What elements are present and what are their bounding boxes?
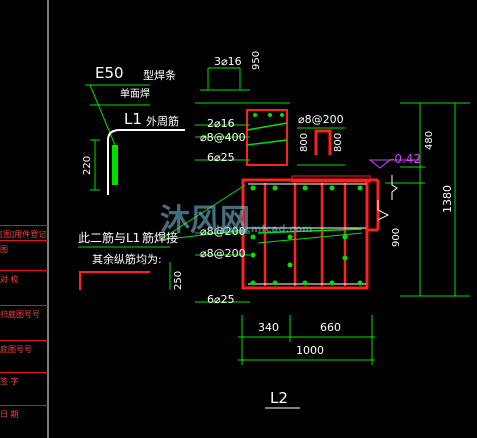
watermark-logo: 沐风网: [160, 203, 250, 238]
title-block-row6: 签 字: [0, 372, 48, 387]
l1-outer-stirrup-label: 外周筋: [146, 115, 179, 128]
title-block-row2: 图: [0, 240, 48, 255]
dim-250: 250: [173, 270, 184, 290]
dim-220: 220: [82, 155, 93, 175]
weld-note: 筋焊接: [142, 231, 179, 245]
rebar-8-200-mid: ⌀8@200: [200, 225, 246, 238]
dim-1380: 1380: [441, 185, 454, 213]
dim-800-a: 800: [299, 132, 310, 152]
other-bars-note: 其余纵筋均为:: [92, 253, 162, 266]
dim-800-b: 800: [333, 132, 344, 152]
dim-660: 660: [320, 321, 341, 334]
break-line2: [377, 200, 390, 221]
dim-1000: 1000: [296, 344, 324, 357]
title-block-row3: 对 校: [0, 270, 48, 285]
rebar-2-16: 2⌀16: [207, 117, 235, 130]
u-bar: [314, 129, 332, 155]
dim-900: 900: [391, 227, 402, 247]
title-block-row7: 日 期: [0, 405, 48, 420]
dim-340: 340: [258, 321, 279, 334]
diag-stirrup2: [257, 232, 363, 244]
dim-950: 950: [251, 50, 262, 70]
l1-label: L1: [124, 110, 142, 128]
e50-type-label: 型焊条: [143, 69, 176, 82]
rebar-6-25-top: 6⌀25: [207, 151, 235, 164]
single-weld-label: 单面焊: [120, 89, 150, 100]
bottom-l-bar: [79, 271, 150, 290]
elevation-label: -0.42: [390, 152, 422, 166]
title-block-row1: [图]用件登记: [0, 225, 48, 240]
rebar-8-200: ⌀8@200: [200, 247, 246, 260]
bottom-dimensions: [238, 315, 375, 365]
rebar-8-400: ⌀8@400: [200, 131, 246, 144]
dim-480: 480: [424, 130, 435, 150]
watermark-url: www.mfcad.com: [220, 224, 313, 235]
stirrup-note: 此二筋与L1: [78, 231, 141, 245]
top-rebar-label: 3⌀16: [214, 55, 242, 68]
rebar-8-200-top: ⌀8@200: [298, 113, 344, 126]
elevation-marker: [368, 159, 392, 169]
drawing-title: L2: [270, 389, 288, 407]
rebar-6-25-bottom: 6⌀25: [207, 293, 235, 306]
diag-stirrup: [257, 228, 363, 234]
main-beam-section: [241, 175, 380, 290]
break-line: [391, 175, 398, 200]
l1-detail: [90, 129, 185, 195]
top-box: [195, 67, 290, 104]
title-block-row4: 归底图号号: [0, 305, 48, 320]
title-block-row5: 底图号号: [0, 340, 48, 355]
e50-label: E50: [95, 64, 124, 82]
upper-beam-section: [246, 109, 288, 166]
